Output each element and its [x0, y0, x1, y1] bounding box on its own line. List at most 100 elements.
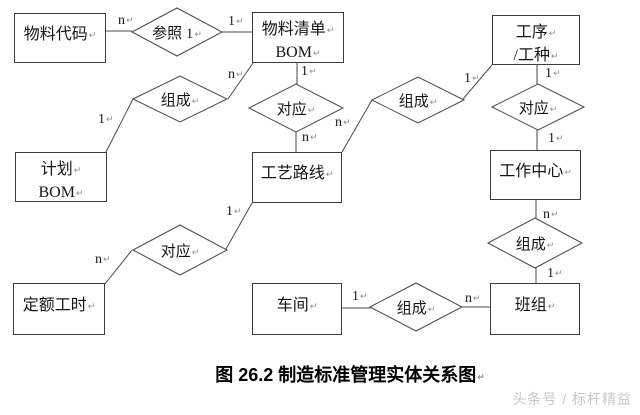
return-mark: ↵ — [551, 210, 559, 220]
return-mark: ↵ — [106, 115, 114, 125]
cardinality-label: 1↵ — [545, 66, 561, 81]
entity-process-worktype: 工序↵ /工种↵ — [492, 15, 580, 65]
return-mark: ↵ — [194, 29, 202, 40]
return-mark: ↵ — [360, 292, 368, 302]
return-mark: ↵ — [546, 240, 555, 251]
diamond-shape-correspond-3 — [131, 224, 229, 276]
diamond-shape-compose-4 — [368, 282, 464, 332]
return-mark: ↵ — [473, 294, 481, 304]
return-mark: ↵ — [553, 69, 561, 79]
relationship-label: 组成 — [398, 93, 429, 110]
entity-label: 物料清单 — [261, 21, 326, 38]
connector-line — [462, 64, 493, 100]
return-mark: ↵ — [87, 301, 96, 312]
entity-label: 工序 — [515, 24, 548, 41]
entity-label: 工艺路线 — [260, 165, 325, 182]
return-mark: ↵ — [312, 49, 321, 59]
cardinality-label: n↵ — [335, 115, 351, 130]
diamond-shape-compose-1 — [131, 75, 229, 123]
entity-workshop: 车间↵ — [252, 283, 342, 335]
entity-label: 计划 — [40, 161, 73, 178]
diamond-shape-compose-3 — [486, 217, 584, 269]
connector-line — [227, 62, 254, 100]
return-mark: ↵ — [429, 97, 438, 108]
return-mark: ↵ — [236, 70, 244, 80]
entity-label: 定额工时 — [22, 296, 87, 314]
entity-standard-hours: 定额工时↵ — [13, 283, 105, 335]
watermark-text: 头条号 / 标杆精益 — [512, 391, 632, 407]
return-mark: ↵ — [343, 118, 351, 128]
return-mark: ↵ — [126, 16, 134, 26]
entity-label: BOM — [38, 184, 75, 201]
cardinality-label: 1↵ — [352, 289, 368, 304]
entity-label: /工种 — [513, 47, 550, 64]
connector-line — [104, 249, 133, 285]
return-mark: ↵ — [326, 26, 335, 36]
relationship-label: 参照 1 — [152, 25, 194, 42]
return-mark: ↵ — [427, 304, 436, 315]
cardinality-label: n↵ — [543, 207, 559, 222]
connector-line — [341, 99, 373, 153]
cardinality-label: 1↵ — [548, 131, 564, 146]
entity-label: 车间 — [276, 296, 309, 314]
entity-label: 工作中心 — [499, 162, 564, 180]
entity-label: 班组 — [514, 296, 547, 314]
diamond-shape-compose-2 — [370, 76, 466, 124]
entity-process-route: 工艺路线↵ — [252, 152, 342, 203]
relationship-label: 对应 — [518, 100, 549, 117]
return-mark: ↵ — [307, 105, 316, 116]
return-mark: ↵ — [472, 74, 480, 84]
return-mark: ↵ — [75, 189, 84, 199]
return-mark: ↵ — [550, 52, 559, 62]
relationship-compose-1: 组成↵ — [135, 89, 225, 109]
return-mark: ↵ — [548, 29, 557, 39]
relationship-compose-3: 组成↵ — [490, 233, 580, 253]
entity-team: 班组↵ — [490, 283, 580, 335]
cardinality-label: n↵ — [465, 291, 481, 306]
cardinality-label: n↵ — [118, 13, 134, 28]
relationship-label: 组成 — [160, 92, 191, 109]
relationship-compose-2: 组成↵ — [373, 90, 463, 110]
diamond-shape-correspond-1 — [247, 83, 345, 133]
cardinality-label: n↵ — [95, 252, 111, 267]
diamond-shape-reference — [130, 7, 224, 57]
return-mark: ↵ — [103, 255, 111, 265]
cardinality-label: 1↵ — [464, 71, 480, 86]
cardinality-label: 1↵ — [301, 64, 317, 79]
return-mark: ↵ — [191, 247, 200, 258]
relationship-label: 组成 — [515, 236, 546, 253]
cardinality-label: 1↵ — [98, 112, 114, 127]
return-mark: ↵ — [88, 30, 97, 41]
entity-work-center: 工作中心↵ — [490, 150, 581, 200]
return-mark: ↵ — [309, 67, 317, 77]
relationship-reference: 参照 1↵ — [132, 22, 222, 42]
entity-plan-bom: 计划↵ BOM↵ — [15, 152, 107, 202]
return-mark: ↵ — [191, 96, 200, 107]
cardinality-label: 1↵ — [547, 266, 563, 281]
entity-material-code: 物料代码↵ — [14, 13, 106, 63]
return-mark: ↵ — [325, 170, 334, 180]
return-mark: ↵ — [236, 17, 244, 27]
relationship-label: 对应 — [276, 101, 307, 118]
connector-line — [225, 202, 253, 250]
return-mark: ↵ — [549, 104, 558, 115]
entity-bom-list: 物料清单↵ BOM↵ — [252, 12, 344, 63]
cardinality-label: 1↵ — [228, 14, 244, 29]
figure-caption: 图 26.2 制造标准管理实体关系图↵ — [215, 365, 485, 385]
return-mark: ↵ — [556, 134, 564, 144]
return-mark: ↵ — [73, 166, 82, 176]
return-mark: ↵ — [310, 133, 318, 143]
cardinality-label: n↵ — [228, 67, 244, 82]
relationship-compose-4: 组成↵ — [371, 297, 461, 317]
return-mark: ↵ — [309, 301, 318, 312]
return-mark: ↵ — [555, 269, 563, 279]
entity-label: BOM — [275, 44, 312, 61]
relationship-correspond-3: 对应↵ — [135, 240, 225, 260]
connector-line — [105, 98, 134, 153]
cardinality-label: 1↵ — [226, 204, 242, 219]
cardinality-label: n↵ — [302, 130, 318, 145]
return-mark: ↵ — [564, 167, 572, 178]
return-mark: ↵ — [477, 373, 485, 383]
